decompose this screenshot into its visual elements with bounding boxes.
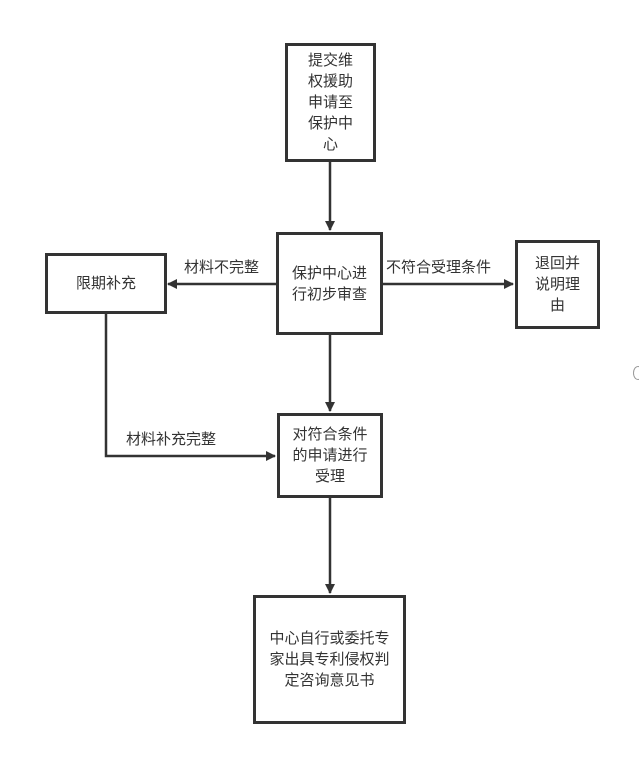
- edge-supplement-to-accept: [104, 314, 276, 461]
- edge-label-incomplete-materials: 材料不完整: [184, 258, 260, 276]
- node-text: 对符合条件的申请进行受理: [292, 425, 368, 485]
- node-return-with-reason: 退回并说明理由: [515, 240, 600, 329]
- node-accept-application: 对符合条件的申请进行受理: [277, 413, 383, 498]
- node-submit-application: 提交维权援助申请至保护中心: [285, 43, 376, 162]
- edge-label-materials-completed: 材料补充完整: [126, 430, 217, 448]
- node-text: 限期补充: [75, 274, 136, 292]
- node-text: 保护中心进行初步审查: [291, 263, 367, 303]
- connection-handle-icon[interactable]: [633, 366, 639, 380]
- edge-label-not-eligible: 不符合受理条件: [386, 258, 492, 276]
- node-text: 退回并说明理由: [534, 254, 580, 314]
- node-text: 中心自行或委托专家出具专利侵权判定咨询意见书: [269, 629, 390, 689]
- node-preliminary-review: 保护中心进行初步审查: [276, 232, 383, 335]
- node-text: 提交维权援助申请至保护中心: [307, 51, 353, 153]
- node-issue-opinion: 中心自行或委托专家出具专利侵权判定咨询意见书: [253, 595, 406, 724]
- node-supplement-deadline: 限期补充: [45, 253, 167, 314]
